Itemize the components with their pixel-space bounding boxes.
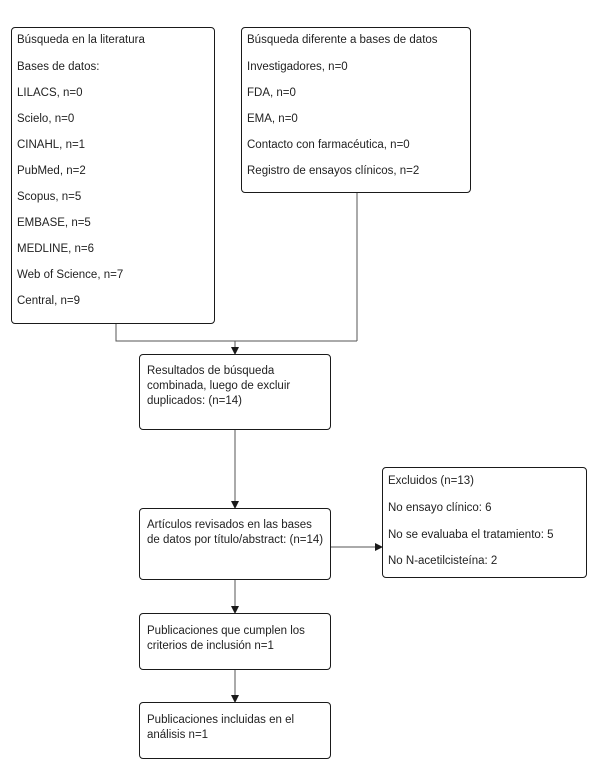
database-item: Scielo, n=0	[17, 113, 75, 125]
database-item: Scopus, n=5	[17, 191, 82, 203]
database-item: EMBASE, n=5	[17, 217, 91, 229]
other-source-item: Registro de ensayos clínicos, n=2	[247, 165, 420, 177]
literature-title: Búsqueda en la literatura	[17, 34, 145, 46]
database-item: PubMed, n=2	[17, 165, 86, 177]
other-sources-title: Búsqueda diferente a bases de datos	[247, 34, 438, 46]
other-source-item: Contacto con farmacéutica, n=0	[247, 139, 410, 151]
connector-literature	[115, 323, 357, 342]
excluded-reason: No ensayo clínico: 6	[388, 502, 492, 514]
database-item: Web of Science, n=7	[17, 269, 124, 281]
other-sources-box: Búsqueda diferente a bases de datos Inve…	[241, 27, 471, 193]
screened-text: Artículos revisados en las bases de dato…	[147, 519, 324, 546]
eligible-box: Publicaciones que cumplen los criterios …	[139, 613, 331, 670]
excluded-box: Excluidos (n=13) No ensayo clínico: 6 No…	[382, 467, 587, 578]
databases-label: Bases de datos:	[17, 61, 100, 73]
included-text: Publicaciones incluidas en el análisis n…	[147, 714, 295, 741]
database-item: CINAHL, n=1	[17, 139, 86, 151]
database-item: LILACS, n=0	[17, 87, 83, 99]
other-source-item: Investigadores, n=0	[247, 61, 348, 73]
excluded-title: Excluidos (n=13)	[388, 475, 474, 487]
database-item: Central, n=9	[17, 295, 80, 307]
other-source-item: FDA, n=0	[247, 87, 296, 99]
combined-results-box: Resultados de búsqueda combinada, luego …	[139, 354, 331, 430]
eligible-text: Publicaciones que cumplen los criterios …	[147, 625, 305, 652]
database-item: MEDLINE, n=6	[17, 243, 95, 255]
other-source-item: EMA, n=0	[247, 113, 298, 125]
combined-results-text: Resultados de búsqueda combinada, luego …	[147, 365, 291, 407]
included-box: Publicaciones incluidas en el análisis n…	[139, 702, 331, 759]
screened-box: Artículos revisados en las bases de dato…	[139, 508, 331, 580]
literature-search-box: Búsqueda en la literatura Bases de datos…	[11, 27, 215, 324]
excluded-reason: No se evaluaba el tratamiento: 5	[388, 529, 554, 541]
excluded-reason: No N-acetilcisteína: 2	[388, 555, 498, 567]
